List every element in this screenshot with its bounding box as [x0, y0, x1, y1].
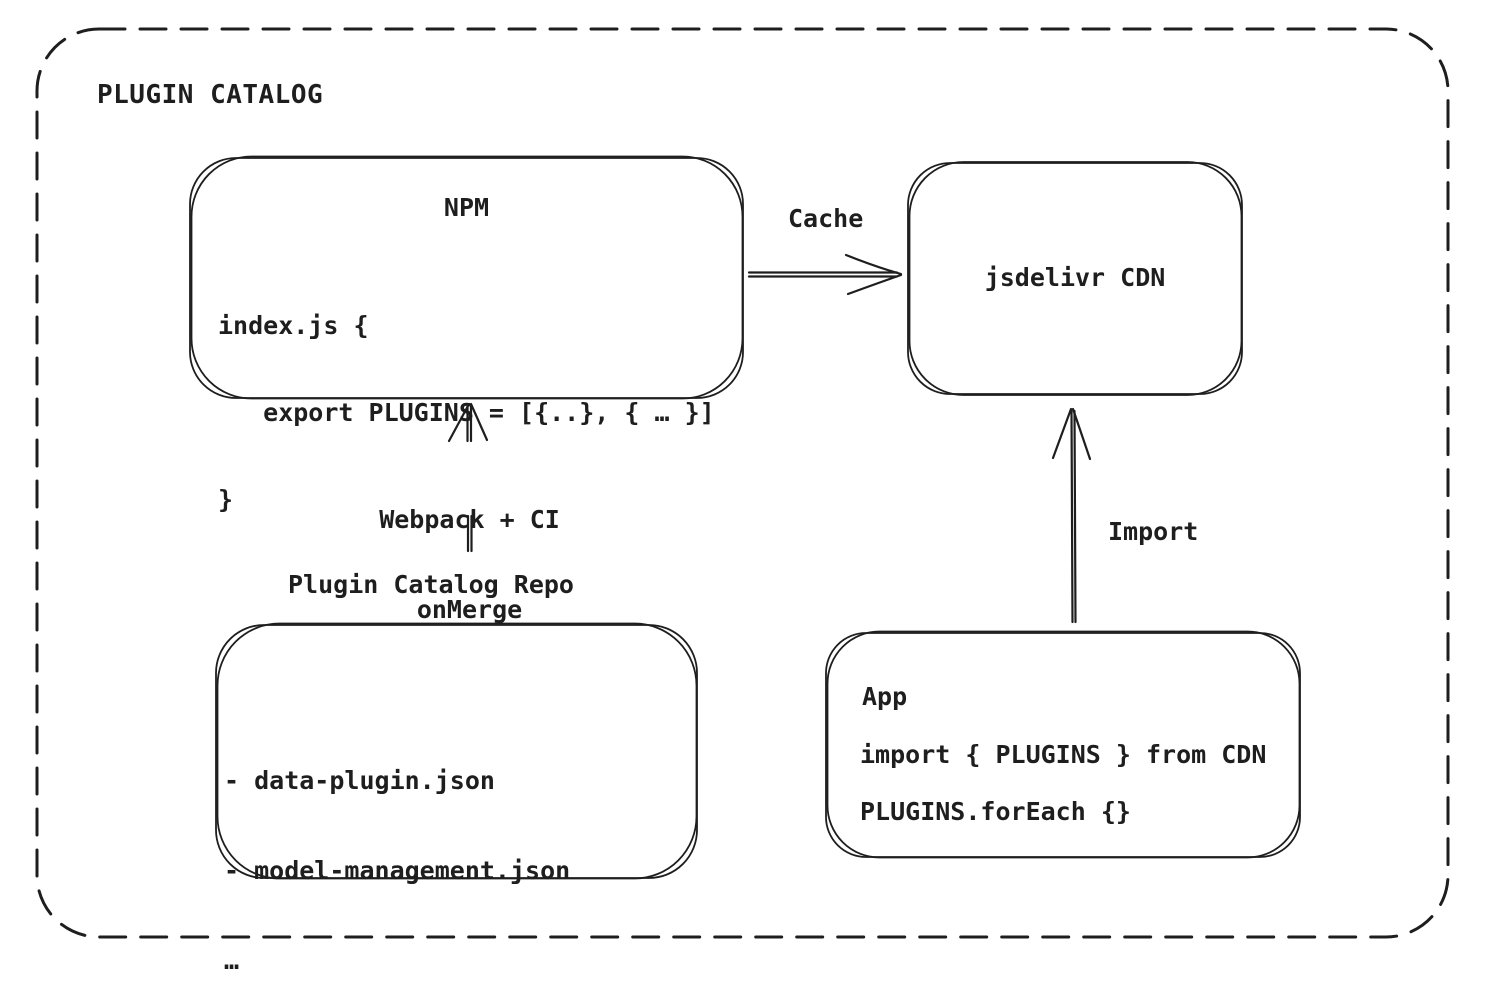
import-arrow [1051, 407, 1092, 624]
npm-box-outline [189, 155, 744, 400]
cache-arrow-label: Cache [788, 204, 864, 233]
repo-file-line: - data-plugin.json [224, 766, 495, 795]
repo-file-line: … [224, 946, 240, 975]
app-code-line: PLUGINS.forEach {} [860, 797, 1131, 826]
npm-box-title: NPM [443, 193, 490, 222]
cache-arrow [747, 253, 903, 296]
diagram-title: PLUGIN CATALOG [97, 80, 324, 110]
app-box-outline [825, 630, 1301, 859]
npm-code-line: export PLUGINS = [{..}, { … }] [218, 398, 715, 427]
repo-box-label: Plugin Catalog Repo [288, 570, 574, 599]
npm-box-code: index.js { export PLUGINS = [{..}, { … }… [218, 253, 715, 572]
app-box-title: App [862, 682, 908, 711]
npm-code-line: index.js { [218, 311, 369, 340]
build-arrow-label-line: Webpack + CI [379, 505, 560, 534]
catalog-boundary-dashed-border [35, 27, 1450, 939]
cdn-box-label: jsdelivr CDN [984, 263, 1166, 292]
cdn-box-outline [907, 161, 1243, 396]
repo-file-line: - model-management.json [224, 856, 571, 885]
import-arrow-label: Import [1108, 517, 1199, 546]
repo-box-file-list: - data-plugin.json - model-management.js… [224, 706, 570, 1002]
build-arrow [447, 402, 489, 553]
build-arrow-label: Webpack + CI onMerge [329, 445, 610, 685]
npm-code-line: } [218, 485, 234, 514]
build-arrow-label-line: onMerge [416, 595, 523, 624]
app-code-line: import { PLUGINS } from CDN [860, 740, 1267, 769]
repo-box-outline [215, 622, 698, 880]
